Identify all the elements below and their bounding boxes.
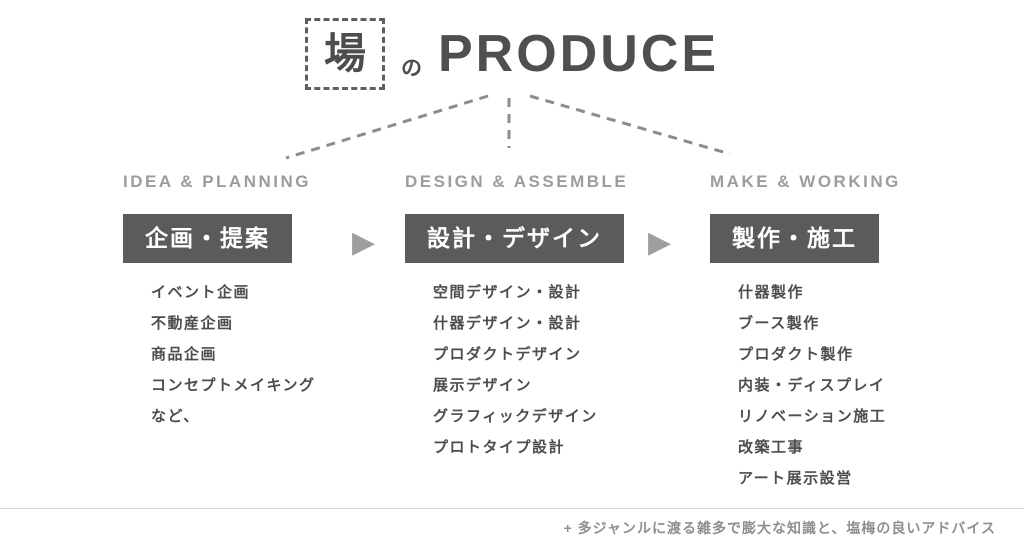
list-item: 什器デザイン・設計: [433, 315, 582, 332]
ba-dashed-box: 場: [304, 18, 385, 90]
list-item: ブース製作: [738, 315, 820, 332]
list-item: 改築工事: [738, 439, 805, 456]
list-item: 什器製作: [738, 284, 805, 301]
list-item: 展示デザイン: [433, 377, 533, 394]
column-item-list: 空間デザイン・設計 什器デザイン・設計 プロダクトデザイン 展示デザイン グラフ…: [433, 277, 628, 463]
column-design-assemble: DESIGN & ASSEMBLE 設計・デザイン 空間デザイン・設計 什器デザ…: [405, 172, 628, 463]
column-header: IDEA & PLANNING: [123, 172, 311, 191]
flow-arrow-right-icon: ▶: [352, 226, 376, 259]
list-item: プロダクトデザイン: [433, 346, 582, 363]
list-item: グラフィックデザイン: [433, 408, 598, 425]
footer-note: + 多ジャンルに渡る雑多で膨大な知識と、塩梅の良いアドバイス: [563, 520, 996, 536]
list-item: など、: [151, 408, 200, 425]
produce-title: PRODUCE: [437, 25, 720, 83]
connector-dashed-lines-icon: [285, 94, 731, 160]
list-item: プロダクト製作: [738, 346, 854, 363]
list-item: アート展示設営: [738, 470, 853, 487]
list-item: 商品企画: [151, 346, 218, 363]
stage-box-kikaku-teian: 企画・提案: [123, 214, 292, 263]
column-idea-planning: IDEA & PLANNING 企画・提案 イベント企画 不動産企画 商品企画 …: [123, 172, 316, 432]
column-item-list: 什器製作 ブース製作 プロダクト製作 内装・ディスプレイ リノベーション施工 改…: [738, 277, 901, 494]
footer-divider: [0, 508, 1024, 509]
list-item: リノベーション施工: [738, 408, 887, 425]
list-item: プロトタイプ設計: [433, 439, 566, 456]
stage-box-sekkei-design: 設計・デザイン: [405, 214, 624, 263]
stage-box-seisaku-sekou: 製作・施工: [710, 214, 879, 263]
list-item: 空間デザイン・設計: [433, 284, 582, 301]
list-item: 不動産企画: [151, 315, 234, 332]
list-item: イベント企画: [151, 284, 251, 301]
column-header: MAKE & WORKING: [710, 172, 901, 191]
page-title: 場 の PRODUCE: [0, 18, 1024, 90]
column-item-list: イベント企画 不動産企画 商品企画 コンセプトメイキング など、: [151, 277, 316, 432]
list-item: 内装・ディスプレイ: [738, 377, 886, 394]
column-header: DESIGN & ASSEMBLE: [405, 172, 629, 191]
list-item: コンセプトメイキング: [151, 377, 316, 394]
column-make-working: MAKE & WORKING 製作・施工 什器製作 ブース製作 プロダクト製作 …: [710, 172, 901, 494]
no-particle: の: [400, 57, 422, 80]
flow-arrow-right-icon: ▶: [648, 226, 672, 259]
